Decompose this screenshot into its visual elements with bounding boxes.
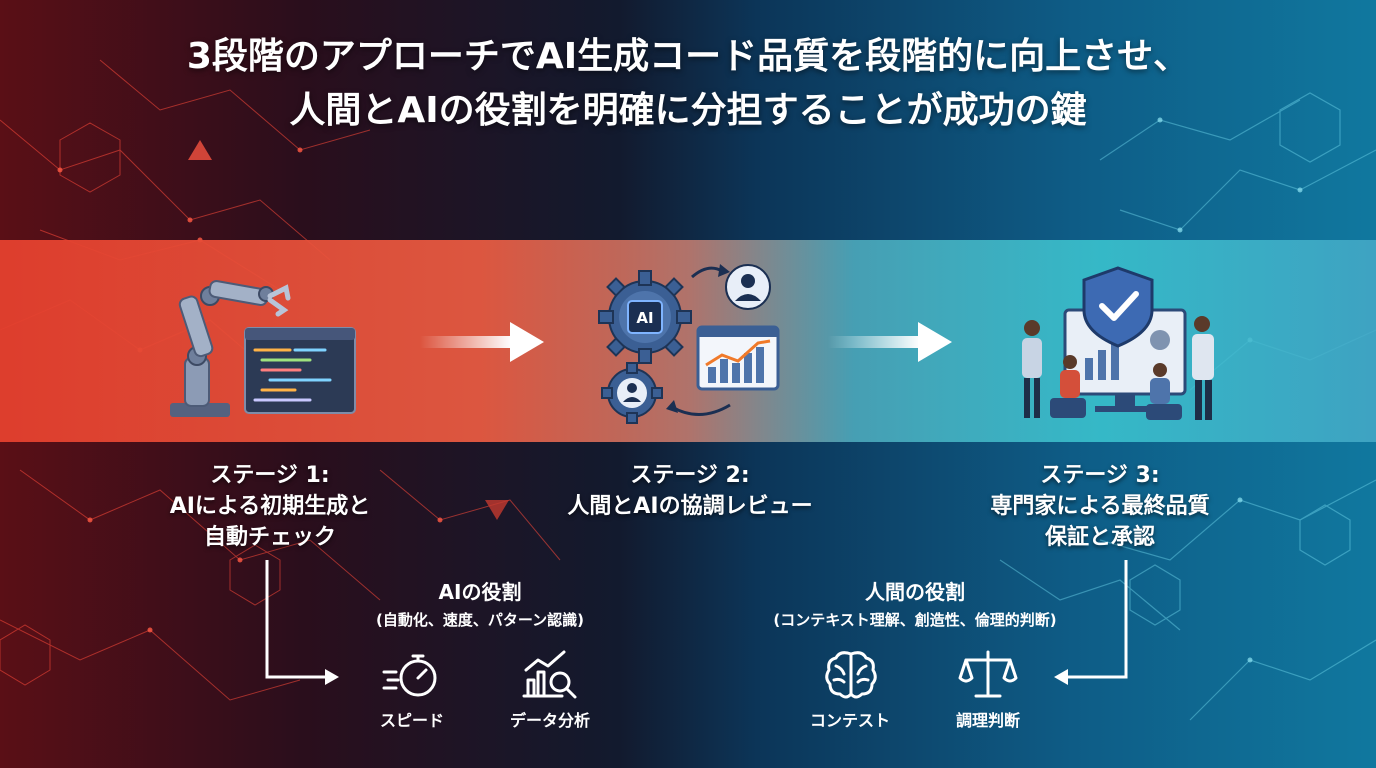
human-role-subtitle: (コンテキスト理解、創造性、倫理的判断) [773, 611, 1057, 629]
stage-3-title-line-1: 専門家による最終品質 [990, 494, 1210, 519]
chart-magnifier-icon [522, 650, 577, 699]
ai-chip-label: AI [636, 309, 653, 327]
stage-1-title-line-1: AIによる初期生成と [169, 494, 371, 519]
ai-role-item-data-analysis-label: データ分析 [509, 711, 590, 730]
stage-2-label: ステージ 2: 人間とAIの協調レビュー [530, 460, 850, 522]
robot-arm-code-icon [170, 280, 356, 417]
stage-1-number: ステージ 1: [210, 463, 330, 488]
stopwatch-icon [382, 654, 437, 697]
gears-collaboration-icon: AI [598, 264, 780, 424]
stage-2-title: 人間とAIの協調レビュー [567, 494, 813, 519]
human-role-title: 人間の役割 [865, 580, 965, 604]
stage-3-title-line-2: 保証と承認 [1044, 525, 1155, 550]
ai-role-item-speed-label: スピード [379, 711, 444, 730]
stage-1-label: ステージ 1: AIによる初期生成と 自動チェック [150, 460, 390, 553]
ai-role-subtitle: (自動化、速度、パターン認識) [376, 611, 584, 629]
title-line-1: 3段階のアプローチでAI生成コード品質を段階的に向上させ、 [186, 36, 1190, 77]
stage-3-to-human-role-connector [1054, 560, 1128, 685]
human-role-item-judgment-label: 調理判断 [955, 711, 1020, 730]
human-role-item-context-label: コンテスト [809, 711, 890, 730]
stage-1-to-ai-role-connector [265, 560, 339, 685]
stage-1-title-line-2: 自動チェック [203, 525, 336, 550]
stage-2-number: ステージ 2: [630, 463, 750, 488]
stage-3-label: ステージ 3: 専門家による最終品質 保証と承認 [960, 460, 1240, 553]
stage-1-to-2-arrow [420, 322, 544, 362]
page-title: 3段階のアプローチでAI生成コード品質を段階的に向上させ、 人間とAIの役割を明… [0, 30, 1376, 138]
expert-team-shield-icon [1022, 266, 1214, 420]
stage-2-to-3-arrow [828, 322, 952, 362]
ai-role-title: AIの役割 [438, 580, 522, 604]
brain-icon [825, 651, 877, 699]
stage-3-number: ステージ 3: [1040, 463, 1160, 488]
title-line-2: 人間とAIの役割を明確に分担することが成功の鍵 [289, 90, 1087, 131]
scales-icon [958, 650, 1018, 698]
